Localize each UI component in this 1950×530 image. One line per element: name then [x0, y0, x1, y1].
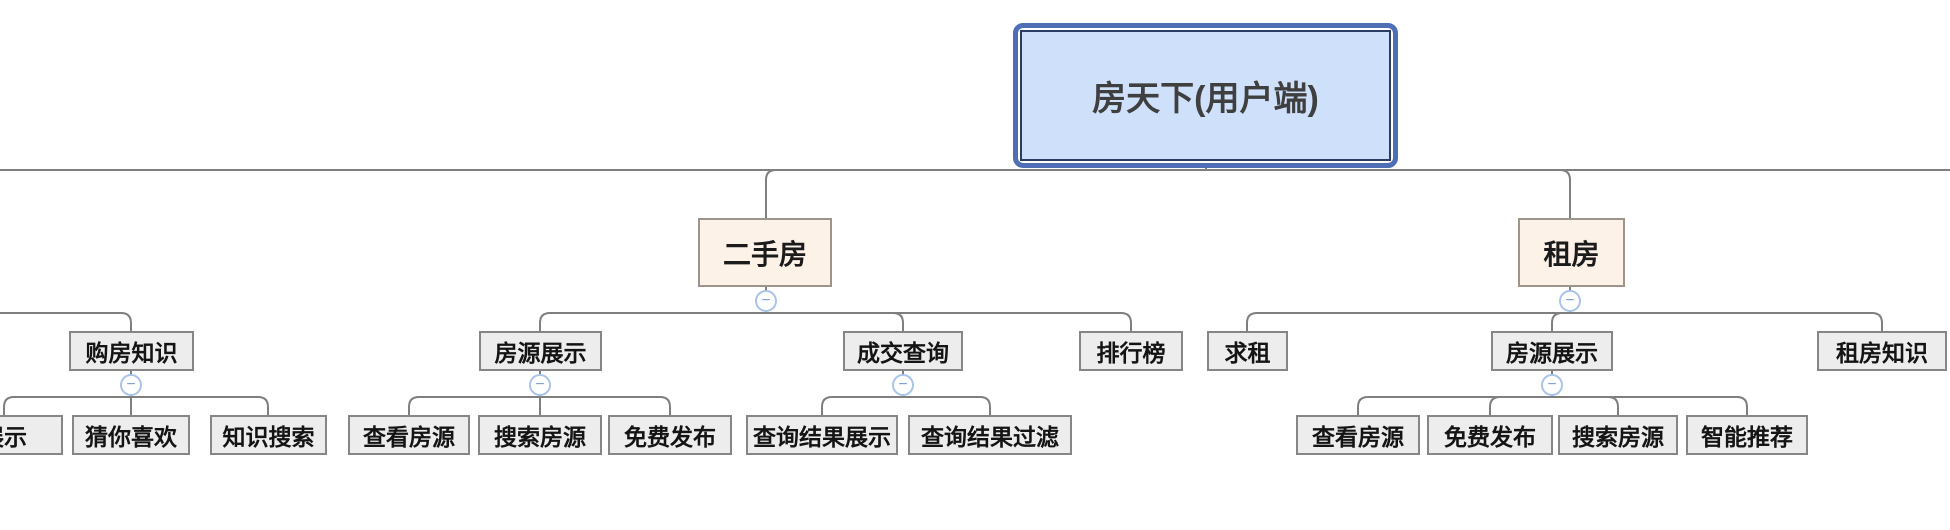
- collapse-minus-icon[interactable]: −: [892, 374, 914, 396]
- leaf-smart-recommend[interactable]: 智能推荐: [1686, 415, 1808, 455]
- leaf-free-post[interactable]: 免费发布: [608, 415, 732, 455]
- leaf-view-listings-rent[interactable]: 查看房源: [1296, 415, 1420, 455]
- collapse-minus-icon[interactable]: −: [1541, 374, 1563, 396]
- root-topic-label: 房天下(用户端): [1020, 30, 1391, 161]
- collapse-minus-icon[interactable]: −: [1559, 290, 1581, 312]
- leaf-free-post-rent[interactable]: 免费发布: [1427, 415, 1553, 455]
- leaf-display-partial[interactable]: 展示: [0, 415, 63, 455]
- node-ranking-list[interactable]: 排行榜: [1079, 331, 1183, 371]
- topic-resale-housing[interactable]: 二手房: [698, 218, 832, 287]
- node-renting-knowledge[interactable]: 租房知识: [1817, 331, 1947, 371]
- leaf-search-listings-rent[interactable]: 搜索房源: [1558, 415, 1678, 455]
- node-listing-display-rent[interactable]: 房源展示: [1491, 331, 1613, 371]
- leaf-query-result-display[interactable]: 查询结果展示: [746, 415, 898, 455]
- node-buying-knowledge[interactable]: 购房知识: [69, 331, 194, 371]
- leaf-view-listings[interactable]: 查看房源: [348, 415, 470, 455]
- node-deal-query[interactable]: 成交查询: [843, 331, 963, 371]
- leaf-knowledge-search[interactable]: 知识搜索: [210, 415, 327, 455]
- node-listing-display[interactable]: 房源展示: [479, 331, 602, 371]
- leaf-search-listings[interactable]: 搜索房源: [478, 415, 602, 455]
- collapse-minus-icon[interactable]: −: [120, 374, 142, 396]
- root-topic[interactable]: 房天下(用户端): [1013, 23, 1398, 168]
- leaf-query-result-filter[interactable]: 查询结果过滤: [908, 415, 1072, 455]
- node-rent-seeking[interactable]: 求租: [1207, 331, 1288, 371]
- topic-renting[interactable]: 租房: [1518, 218, 1625, 287]
- collapse-minus-icon[interactable]: −: [755, 290, 777, 312]
- leaf-guess-you-like[interactable]: 猜你喜欢: [72, 415, 190, 455]
- collapse-minus-icon[interactable]: −: [529, 374, 551, 396]
